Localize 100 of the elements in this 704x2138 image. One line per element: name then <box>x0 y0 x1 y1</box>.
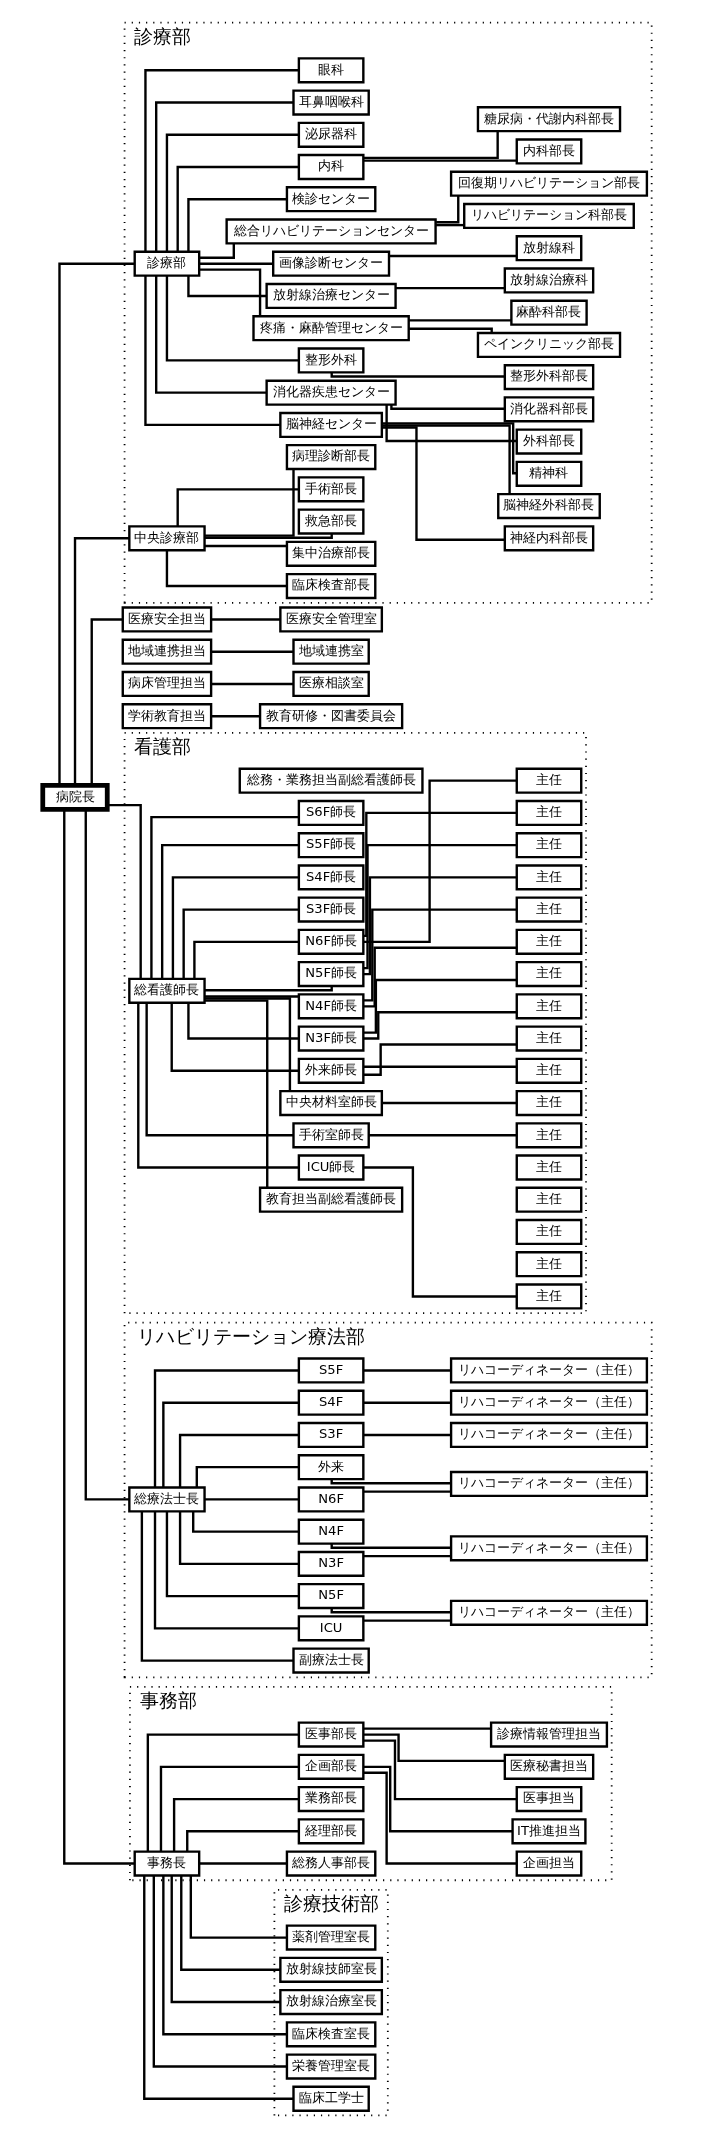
node-box: 主任 <box>515 832 583 859</box>
node-box: 放射線治療室長 <box>279 1988 384 2016</box>
node-box: 主任 <box>515 993 583 1020</box>
node-box: 病床管理担当 <box>121 670 213 698</box>
connector <box>170 1875 281 2004</box>
node-box: リハビリテーション科部長 <box>463 202 635 230</box>
connector <box>330 1608 451 1614</box>
node-box: 学術教育担当 <box>121 703 213 730</box>
node-box: IT推進担当 <box>511 1818 587 1845</box>
connector <box>155 101 294 252</box>
node-box: 医療秘書担当 <box>503 1753 595 1780</box>
connector <box>385 404 517 443</box>
node-box: 医療安全管理室 <box>279 606 384 633</box>
connector <box>84 809 130 1501</box>
connector <box>171 876 299 979</box>
connector <box>363 1011 517 1040</box>
node-box: 医療安全担当 <box>121 606 213 633</box>
connector <box>199 243 235 259</box>
connector <box>363 946 517 1008</box>
node-box: 総療法士長 <box>128 1486 206 1513</box>
connector <box>176 165 299 252</box>
node-box: N5F師長 <box>297 960 365 988</box>
node-box: 主任 <box>515 1251 583 1278</box>
node-box: 医事担当 <box>515 1785 583 1813</box>
connector <box>363 131 499 160</box>
connector <box>107 803 142 979</box>
connector <box>63 809 135 1865</box>
connector <box>363 1765 513 1833</box>
connector <box>155 276 267 394</box>
connector <box>211 618 281 621</box>
node-box: 眼科 <box>297 57 365 84</box>
connector <box>204 995 299 998</box>
connector <box>145 1003 294 1137</box>
node-box: 外科部長 <box>515 428 583 455</box>
connector <box>330 1479 451 1485</box>
node-box: 診療情報管理担当 <box>489 1721 609 1748</box>
node-box: ICU <box>297 1615 365 1642</box>
connector <box>363 1433 451 1437</box>
node-box: 消化器科部長 <box>503 396 595 423</box>
connector <box>204 1498 299 1501</box>
node-box: 主任 <box>515 928 583 955</box>
node-box: 整形外科 <box>297 347 365 374</box>
node-box: 麻酔科部長 <box>510 299 588 326</box>
connector <box>144 275 280 427</box>
node-box: 消化器疾患センター <box>265 379 397 406</box>
node-box: ICU師長 <box>297 1154 365 1181</box>
connector <box>192 1511 299 1533</box>
connector <box>389 254 517 258</box>
connector <box>390 404 505 410</box>
node-box: 画像診断センター <box>272 250 391 277</box>
connector <box>187 1002 299 1040</box>
connector <box>160 843 299 979</box>
connector <box>211 682 294 686</box>
node-box: 主任 <box>515 799 583 827</box>
connector <box>165 1511 299 1598</box>
node-box: リハコーディネーター（主任） <box>449 1357 649 1384</box>
connector <box>165 550 287 588</box>
node-box: 内科部長 <box>515 138 583 165</box>
node-box: 主任 <box>515 1122 583 1149</box>
node-box: 主任 <box>515 960 583 988</box>
node-box: 地域連携担当 <box>121 638 213 665</box>
node-box: 診療部 <box>133 250 201 277</box>
connector <box>363 811 517 938</box>
node-box: 主任 <box>515 1186 583 1213</box>
node-box: 教育担当副総看護師長 <box>258 1186 404 1213</box>
connector <box>199 1862 287 1865</box>
node-box: 手術部長 <box>297 476 365 503</box>
node-box: N6F師長 <box>297 928 365 955</box>
connector <box>137 1002 299 1169</box>
node-box: 外来 <box>297 1454 365 1481</box>
node-box: 主任 <box>515 767 583 794</box>
node-box: 放射線技師室長 <box>279 1956 384 1983</box>
connector <box>395 287 505 290</box>
node-box: 疼痛・麻酔管理センター <box>252 315 410 342</box>
node-box: 病院長 <box>40 783 110 812</box>
connector <box>187 275 267 298</box>
connector <box>165 133 299 252</box>
connector <box>140 1511 294 1662</box>
node-box: 医事部長 <box>297 1721 365 1748</box>
node-box: 臨床工学士 <box>292 2085 370 2112</box>
connector <box>330 1543 451 1549</box>
connector <box>90 618 123 786</box>
connector <box>189 1875 287 1939</box>
connector <box>204 999 269 1188</box>
node-box: 集中治療部長 <box>285 540 377 567</box>
connector <box>182 908 299 979</box>
connector <box>153 1369 299 1488</box>
node-box: 主任 <box>515 1154 583 1181</box>
connector <box>153 1511 299 1630</box>
connector <box>435 223 464 227</box>
node-box: 中央診療部 <box>128 525 206 552</box>
connector <box>409 327 493 333</box>
connector <box>176 488 299 526</box>
connector <box>363 1619 451 1622</box>
connector <box>363 1490 451 1493</box>
connector <box>178 1511 299 1566</box>
node-box: 耳鼻咽喉科 <box>292 89 370 116</box>
node-box: N3F <box>297 1550 365 1577</box>
connector <box>363 1166 517 1298</box>
connector <box>363 1401 451 1404</box>
